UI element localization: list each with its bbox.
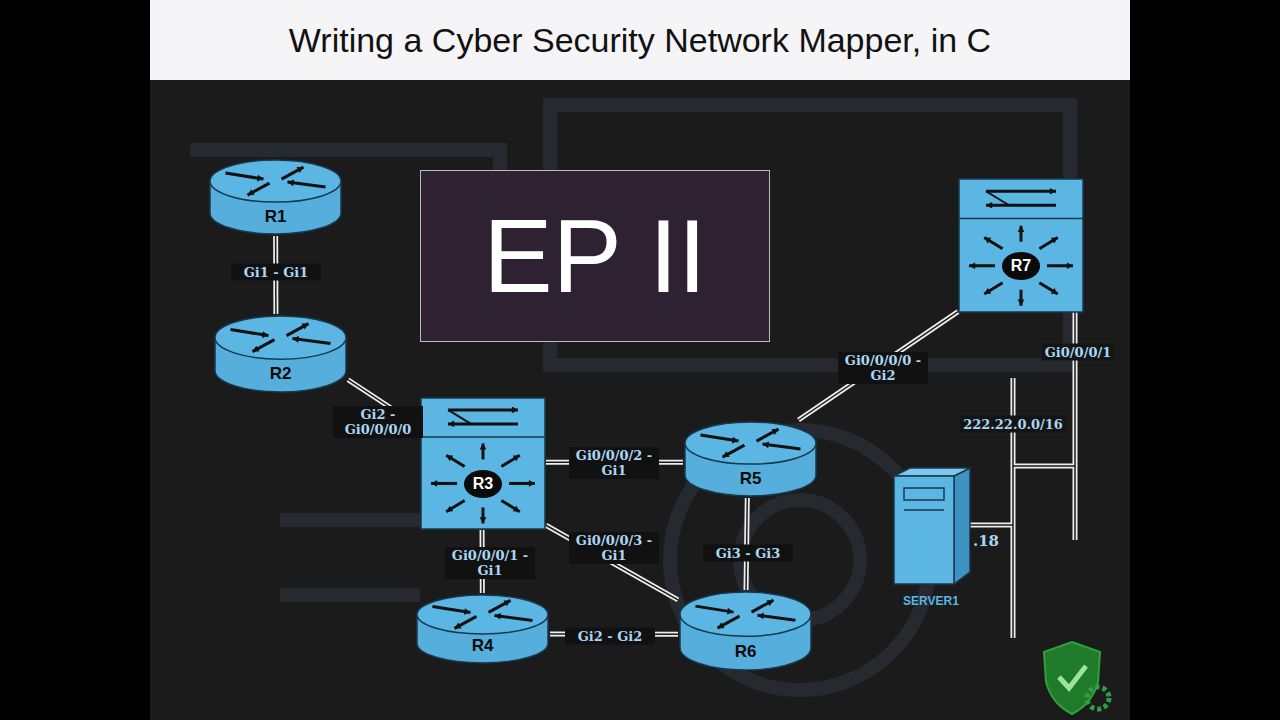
switch-node: R3 — [420, 397, 546, 530]
switch-shape — [958, 178, 1084, 313]
title-bar — [150, 0, 1130, 80]
server-node: SERVER1 — [886, 466, 976, 608]
router-node: R4 — [415, 593, 550, 665]
episode-box: EP II — [420, 170, 770, 342]
interface-label: Gi0/0/0/2 - Gi1 — [569, 447, 659, 479]
switch-node: R7 — [958, 178, 1084, 313]
router-node: R1 — [208, 158, 343, 236]
node-name: R2 — [270, 364, 292, 384]
server-shape — [886, 466, 976, 608]
interface-label: Gi2 - Gi0/0/0/0 — [333, 406, 423, 438]
subnet-label: 222.22.0.0/16 — [960, 416, 1066, 433]
interface-label: Gi0/0/0/0 - Gi2 — [838, 352, 928, 384]
watermark — [190, 105, 1070, 690]
interface-label: Gi0/0/0/1 — [1042, 344, 1114, 361]
interface-label: Gi0/0/0/3 - Gi1 — [569, 532, 659, 564]
interface-label: Gi0/0/0/1 - Gi1 — [445, 547, 535, 579]
canvas-ground — [150, 80, 1130, 720]
interface-label: Gi1 - Gi1 — [231, 264, 321, 281]
node-name: R5 — [740, 469, 762, 489]
link-line — [546, 525, 678, 600]
router-node: R2 — [213, 314, 348, 394]
node-name: R4 — [472, 636, 494, 656]
router-node: R5 — [683, 420, 818, 498]
episode-title: EP II — [483, 201, 707, 311]
network-bus — [966, 312, 1075, 638]
title: Writing a Cyber Security Network Mapper,… — [150, 0, 1130, 80]
node-name: R6 — [735, 642, 757, 662]
node-name: R1 — [265, 207, 287, 227]
node-name: SERVER1 — [903, 594, 959, 608]
host-address: .18 — [970, 533, 1002, 550]
switch-shape — [420, 397, 546, 530]
node-name: R3 — [464, 470, 502, 498]
link-line — [798, 312, 958, 420]
node-name: R7 — [1002, 252, 1040, 280]
interface-label: Gi3 - Gi3 — [703, 545, 793, 562]
router-node: R6 — [678, 590, 813, 672]
shield-icon — [1044, 642, 1109, 714]
interface-label: Gi2 - Gi2 — [565, 628, 655, 645]
